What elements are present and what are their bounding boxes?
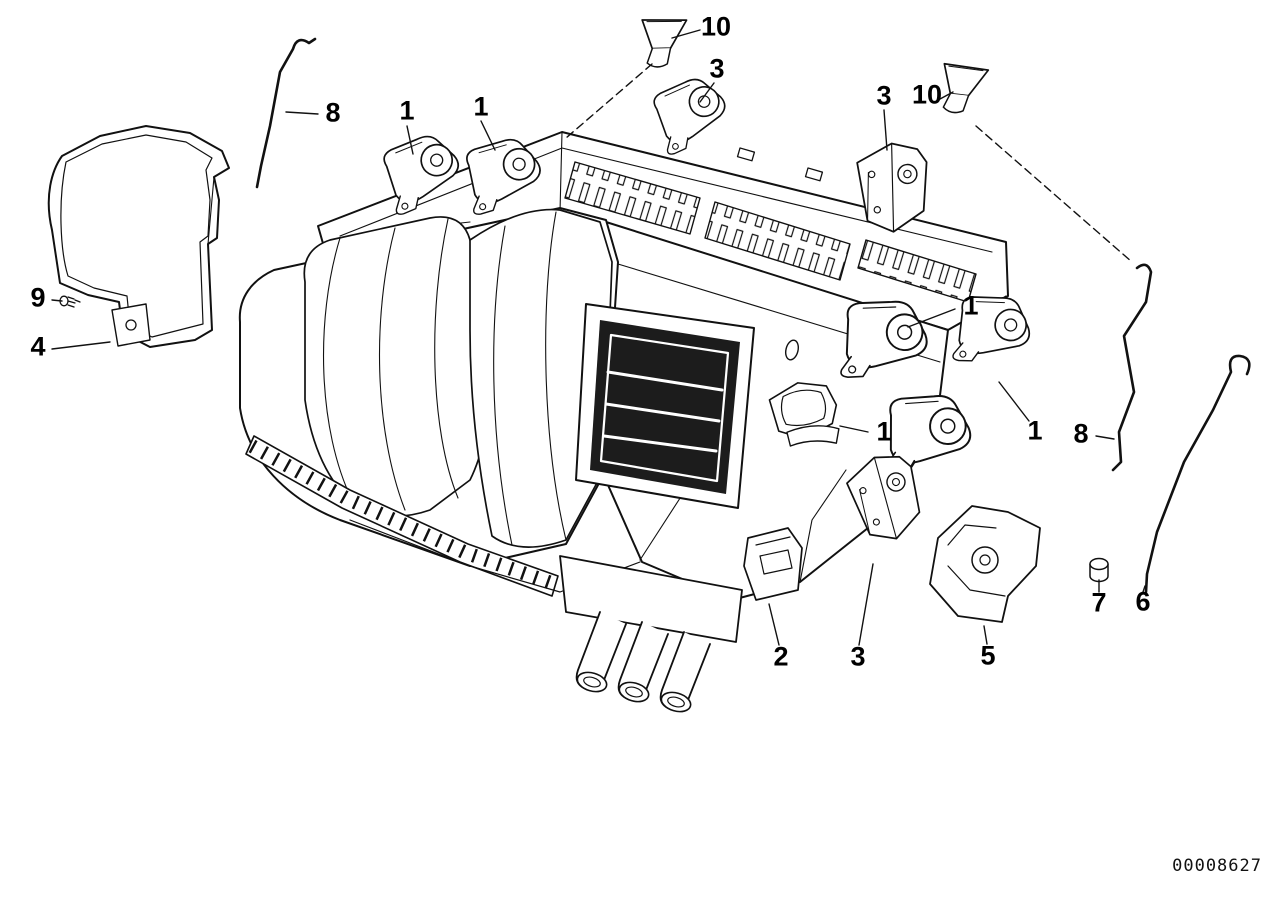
funnel-duct xyxy=(931,57,990,120)
screw xyxy=(59,295,81,308)
actuator-motor xyxy=(649,72,735,157)
nut xyxy=(1089,557,1109,583)
connecting-rod-right xyxy=(1111,263,1153,472)
document-number: 00008627 xyxy=(1172,856,1262,876)
side-cover xyxy=(47,125,230,348)
connecting-rod-left xyxy=(255,37,317,189)
leader-lines xyxy=(51,29,1146,646)
small-duct xyxy=(743,527,803,601)
air-flap xyxy=(768,382,840,447)
funnel-duct xyxy=(635,13,688,72)
outlet-tube xyxy=(658,631,711,716)
bracket xyxy=(929,505,1041,623)
actuator-motor xyxy=(951,289,1036,373)
long-rod xyxy=(1144,354,1251,594)
